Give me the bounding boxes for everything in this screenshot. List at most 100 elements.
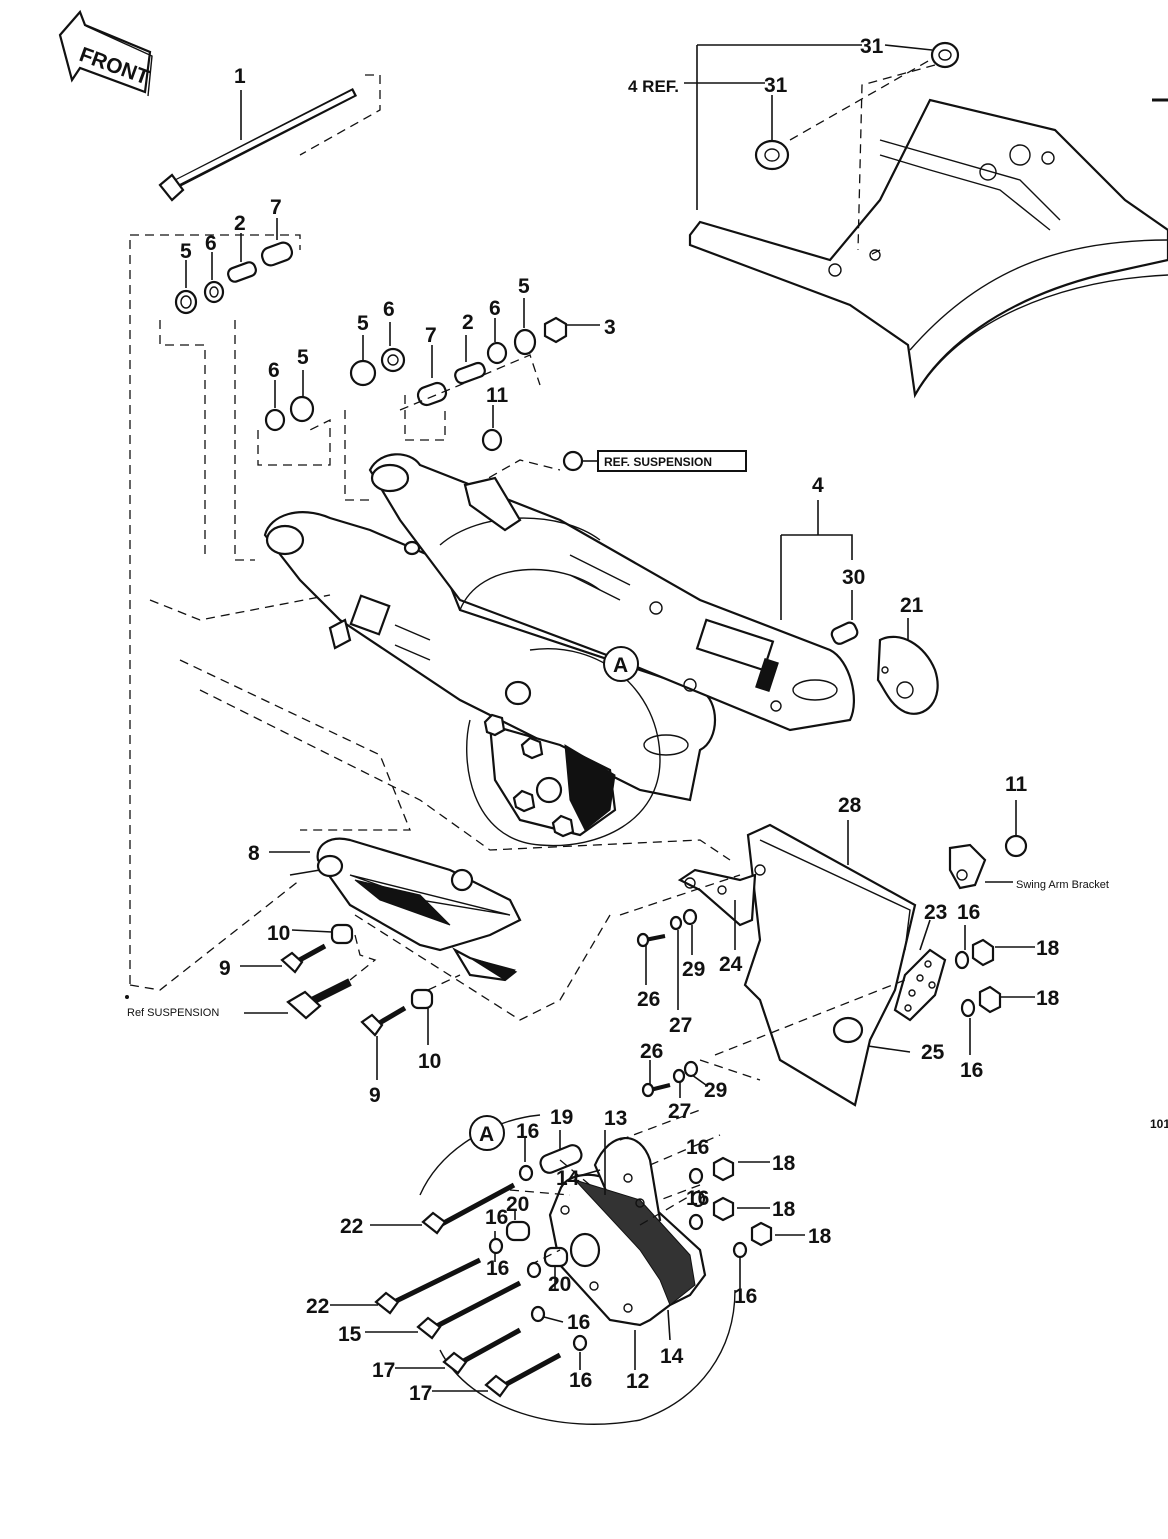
ref-suspension-box-label: REF. SUSPENSION — [604, 455, 712, 469]
collar-group-top — [174, 218, 294, 315]
callout: 6 — [383, 298, 395, 321]
leader-dash — [257, 418, 331, 466]
callout: 5 — [297, 346, 309, 369]
callout: 29 — [704, 1079, 727, 1102]
callout: 7 — [425, 324, 437, 347]
callout: 18 — [1036, 987, 1060, 1010]
detail-a-lower: A — [330, 1109, 805, 1425]
callout: 16 — [486, 1257, 509, 1280]
front-arrow-icon: FRONT — [58, 9, 153, 97]
callout: 30 — [842, 566, 865, 589]
callout: 1 — [234, 65, 246, 88]
leader-dash — [179, 659, 411, 831]
callout: 16 — [734, 1285, 757, 1308]
leader-dash — [354, 914, 611, 1021]
callout: 3 — [604, 316, 616, 339]
callout: 23 — [924, 901, 947, 924]
callout: 5 — [357, 312, 369, 335]
callout: 9 — [369, 1084, 381, 1107]
callout: 21 — [900, 594, 924, 617]
callout: 19 — [550, 1106, 573, 1129]
callout: 31 — [860, 35, 884, 58]
callout: 16 — [960, 1059, 983, 1082]
callout: 27 — [668, 1100, 691, 1123]
pivot-shaft — [158, 87, 358, 202]
callout: 6 — [205, 232, 217, 255]
callout: 20 — [548, 1273, 571, 1296]
callout: 2 — [462, 311, 474, 334]
callout: 5 — [518, 275, 530, 298]
callout: 6 — [268, 359, 280, 382]
callout: 11 — [486, 384, 509, 407]
callout: 16 — [686, 1187, 709, 1210]
callout: 10 — [267, 922, 290, 945]
callout: 18 — [772, 1152, 796, 1175]
callout-4-bracket — [780, 500, 939, 715]
callout: 20 — [506, 1193, 529, 1216]
leader-dash — [344, 410, 370, 501]
page-number: 101 — [1150, 1117, 1168, 1131]
callout: 22 — [340, 1215, 363, 1238]
callout: 13 — [604, 1107, 627, 1130]
detail-a-upper: A — [466, 646, 661, 847]
callout: 4 — [812, 474, 824, 497]
callout: 14 — [660, 1345, 684, 1368]
swing-arm — [263, 453, 855, 802]
callout: 16 — [567, 1311, 590, 1334]
callout: 26 — [640, 1040, 663, 1063]
callout: 16 — [569, 1369, 592, 1392]
callout: 18 — [1036, 937, 1060, 960]
callout: 15 — [338, 1323, 362, 1346]
leader-dash — [149, 594, 331, 621]
callout: 17 — [372, 1359, 395, 1382]
collar-group-middle — [264, 298, 600, 452]
leader-dash — [404, 395, 446, 441]
callout: 29 — [682, 958, 705, 981]
callout: 25 — [921, 1041, 945, 1064]
callout: 24 — [719, 953, 743, 976]
four-ref-label: 4 REF. — [628, 77, 679, 96]
leader-dash — [399, 354, 541, 411]
ref-suspension-callout: REF. SUSPENSION — [449, 450, 747, 501]
callout: 7 — [270, 196, 282, 219]
callout: 2 — [234, 212, 246, 235]
leader-dash — [130, 234, 301, 250]
leader-dash — [159, 320, 206, 560]
callout: 5 — [180, 240, 192, 263]
callout: 27 — [669, 1014, 692, 1037]
leader-dash — [199, 689, 731, 861]
callout: 10 — [418, 1050, 441, 1073]
callout: 18 — [808, 1225, 832, 1248]
callout: 16 — [516, 1120, 539, 1143]
bolts-left: Ref SUSPENSION — [125, 923, 461, 1080]
leader-dash — [234, 320, 255, 561]
callout: 18 — [772, 1198, 796, 1221]
callout: 6 — [489, 297, 501, 320]
callout: 17 — [409, 1382, 432, 1405]
swing-arm-bracket-label: Swing Arm Bracket — [1016, 879, 1109, 891]
callout: 9 — [219, 957, 231, 980]
callout: 22 — [306, 1295, 329, 1318]
chain-guide — [269, 837, 522, 982]
callout: 26 — [637, 988, 660, 1011]
callout: 16 — [485, 1206, 508, 1229]
small-bolts-center — [636, 900, 736, 1098]
leader-dash — [129, 879, 301, 991]
callout: 14 — [556, 1167, 580, 1190]
leader-dash — [299, 74, 381, 156]
callout: 11 — [1005, 773, 1028, 796]
ref-suspension-note: Ref SUSPENSION — [127, 1007, 219, 1019]
callout: 28 — [838, 794, 862, 817]
callout: 16 — [686, 1136, 709, 1159]
callout: 12 — [626, 1370, 649, 1393]
chain-guard: Swing Arm Bracket — [619, 800, 1109, 1107]
nuts-right — [919, 919, 1035, 1055]
detail-a-marker-lower: A — [479, 1123, 494, 1146]
callout-numbers: 1 2 3 4 5 6 7 2 5 6 6 5 5 6 7 11 30 21 8… — [180, 35, 1060, 1405]
callout: 16 — [957, 901, 980, 924]
detail-a-marker-upper: A — [613, 654, 628, 677]
callout: 8 — [248, 842, 260, 865]
frame-section: 4 REF. — [628, 41, 1168, 399]
callout: 31 — [764, 74, 788, 97]
